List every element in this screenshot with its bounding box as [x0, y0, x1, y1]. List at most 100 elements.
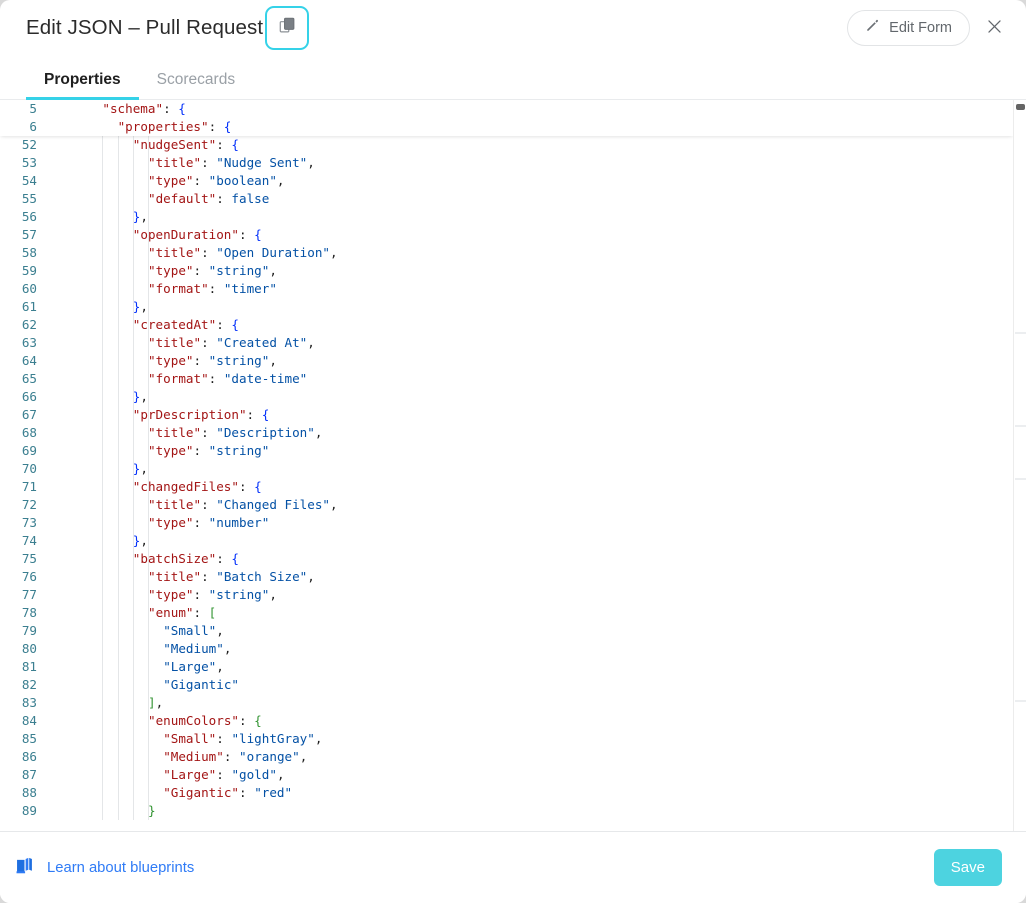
line-number: 74: [21, 533, 37, 548]
modal-footer: Learn about blueprints Save: [0, 832, 1026, 903]
code-line[interactable]: 60"format": "timer": [0, 280, 1013, 298]
copy-json-button[interactable]: [265, 5, 310, 50]
code-line[interactable]: 75 "batchSize": {: [0, 550, 1013, 568]
line-number: 58: [21, 245, 37, 260]
code-line[interactable]: 87"Large": "gold",: [0, 766, 1013, 784]
scrollbar-thumb[interactable]: [1016, 104, 1025, 110]
line-number: 66: [21, 389, 37, 404]
line-number: 80: [21, 641, 37, 656]
code-line[interactable]: 54"type": "boolean",: [0, 172, 1013, 190]
editor-vertical-scrollbar[interactable]: [1013, 100, 1026, 831]
code-line[interactable]: 58 "title": "Open Duration",: [0, 244, 1013, 262]
code-line[interactable]: 76"title": "Batch Size",: [0, 568, 1013, 586]
code-text: },: [132, 533, 148, 548]
code-area[interactable]: 5"schema": {6"properties": { 52 "nudgeSen…: [0, 100, 1013, 831]
code-text: "batchSize": {: [132, 551, 239, 566]
line-number: 69: [21, 443, 37, 458]
minimap-mark: [1015, 478, 1026, 480]
close-button[interactable]: [978, 12, 1010, 44]
code-line[interactable]: 53"title": "Nudge Sent",: [0, 154, 1013, 172]
page-title: Edit JSON – Pull Request: [26, 15, 264, 39]
code-line[interactable]: 62 "createdAt": {: [0, 316, 1013, 334]
sticky-scroll-header: 5"schema": {6"properties": {: [0, 100, 1013, 136]
code-text: "Small": "lightGray",: [163, 731, 323, 746]
code-text: "openDuration": {: [132, 227, 262, 242]
code-line[interactable]: 57"openDuration": {: [0, 226, 1013, 244]
code-text: "Medium": "orange",: [163, 749, 308, 764]
line-number: 89: [21, 803, 37, 818]
minimap-mark: [1015, 425, 1026, 427]
code-text: "createdAt": {: [132, 317, 239, 332]
minimap-mark: [1015, 332, 1026, 334]
code-line[interactable]: 72"title": "Changed Files",: [0, 496, 1013, 514]
line-number: 71: [21, 479, 37, 494]
tab-properties[interactable]: Properties: [26, 71, 139, 100]
code-line[interactable]: 5"schema": {: [0, 100, 1013, 118]
learn-about-blueprints-link[interactable]: Learn about blueprints: [16, 857, 194, 878]
code-text: "format": "timer": [148, 281, 277, 296]
code-line[interactable]: 52 "nudgeSent": {: [0, 136, 1013, 154]
code-line[interactable]: 55 "default": false: [0, 190, 1013, 208]
code-text: "title": "Nudge Sent",: [148, 155, 315, 170]
code-line[interactable]: 56},: [0, 208, 1013, 226]
code-line[interactable]: 71"changedFiles": {: [0, 478, 1013, 496]
line-number: 56: [21, 209, 37, 224]
book-icon: [16, 857, 36, 878]
code-text: "nudgeSent": {: [132, 137, 239, 152]
code-line[interactable]: 86"Medium": "orange",: [0, 748, 1013, 766]
save-button[interactable]: Save: [933, 849, 1002, 886]
code-line[interactable]: 88"Gigantic": "red": [0, 784, 1013, 802]
line-number: 55: [21, 191, 37, 206]
code-text: "properties": {: [117, 119, 232, 134]
json-editor[interactable]: 5"schema": {6"properties": { 52 "nudgeSen…: [0, 100, 1026, 832]
code-line[interactable]: 84"enumColors": {: [0, 712, 1013, 730]
code-line[interactable]: 61},: [0, 298, 1013, 316]
line-number: 88: [21, 785, 37, 800]
code-text: ],: [148, 695, 164, 710]
code-line[interactable]: 68"title": "Description",: [0, 424, 1013, 442]
line-number: 67: [21, 407, 37, 422]
code-line[interactable]: 83],: [0, 694, 1013, 712]
line-number: 62: [21, 317, 37, 332]
code-line[interactable]: 66},: [0, 388, 1013, 406]
code-text: "type": "string",: [148, 353, 277, 368]
code-line[interactable]: 65"format": "date-time": [0, 370, 1013, 388]
code-line[interactable]: 82"Gigantic": [0, 676, 1013, 694]
code-line[interactable]: 81"Large",: [0, 658, 1013, 676]
code-line[interactable]: 59"type": "string",: [0, 262, 1013, 280]
line-number: 79: [21, 623, 37, 638]
code-line[interactable]: 63"title": "Created At",: [0, 334, 1013, 352]
code-text: "enum": [: [148, 605, 217, 620]
code-line[interactable]: 73"type": "number": [0, 514, 1013, 532]
code-lines[interactable]: 52 "nudgeSent": { 53"title": "Nudge Sent",…: [0, 136, 1013, 820]
tab-scorecards[interactable]: Scorecards: [139, 71, 253, 100]
code-line[interactable]: 89}: [0, 802, 1013, 820]
code-line[interactable]: 70},: [0, 460, 1013, 478]
code-text: "title": "Batch Size",: [148, 569, 315, 584]
code-text: "prDescription": {: [132, 407, 270, 422]
code-line[interactable]: 85"Small": "lightGray",: [0, 730, 1013, 748]
modal-tabs: Properties Scorecards: [0, 55, 1026, 100]
code-line[interactable]: 80"Medium",: [0, 640, 1013, 658]
line-number: 78: [21, 605, 37, 620]
line-number: 64: [21, 353, 37, 368]
code-line[interactable]: 77"type": "string",: [0, 586, 1013, 604]
code-line[interactable]: 74},: [0, 532, 1013, 550]
code-line[interactable]: 69"type": "string": [0, 442, 1013, 460]
line-number: 52: [21, 137, 37, 152]
code-text: "Gigantic": [163, 677, 240, 692]
code-line[interactable]: 64 "type": "string",: [0, 352, 1013, 370]
code-text: "title": "Open Duration",: [148, 245, 338, 260]
code-line[interactable]: 78 "enum": [: [0, 604, 1013, 622]
code-line[interactable]: 67 "prDescription": {: [0, 406, 1013, 424]
code-line[interactable]: 6"properties": {: [0, 118, 1013, 136]
code-text: "Large",: [163, 659, 224, 674]
line-number: 77: [21, 587, 37, 602]
code-text: "default": false: [148, 191, 270, 206]
code-line[interactable]: 79"Small",: [0, 622, 1013, 640]
line-number: 75: [21, 551, 37, 566]
learn-link-label: Learn about blueprints: [47, 859, 195, 876]
code-text: "type": "string",: [148, 263, 277, 278]
edit-form-button[interactable]: Edit Form: [847, 9, 970, 46]
